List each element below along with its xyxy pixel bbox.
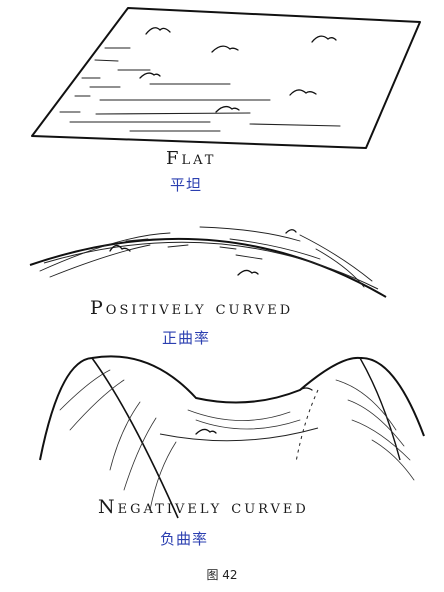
figure-caption: 图 42 xyxy=(206,568,238,582)
negative-surface-panel: Negatively curved 负曲率 xyxy=(0,350,444,560)
positive-surface-drawing xyxy=(29,226,387,298)
flat-surface-drawing xyxy=(31,7,421,149)
flat-label-zh: 平坦 xyxy=(170,176,203,194)
negative-label-zh: 负曲率 xyxy=(160,530,209,548)
flat-surface-panel: Flat 平坦 xyxy=(0,0,444,200)
positive-label: Positively curved xyxy=(90,297,294,319)
positive-label-zh: 正曲率 xyxy=(162,329,211,347)
negative-surface-drawing xyxy=(39,355,425,519)
positive-surface-panel: Positively curved 正曲率 xyxy=(0,205,444,355)
negative-label: Negatively curved xyxy=(98,496,309,518)
flat-label: Flat xyxy=(166,148,217,169)
